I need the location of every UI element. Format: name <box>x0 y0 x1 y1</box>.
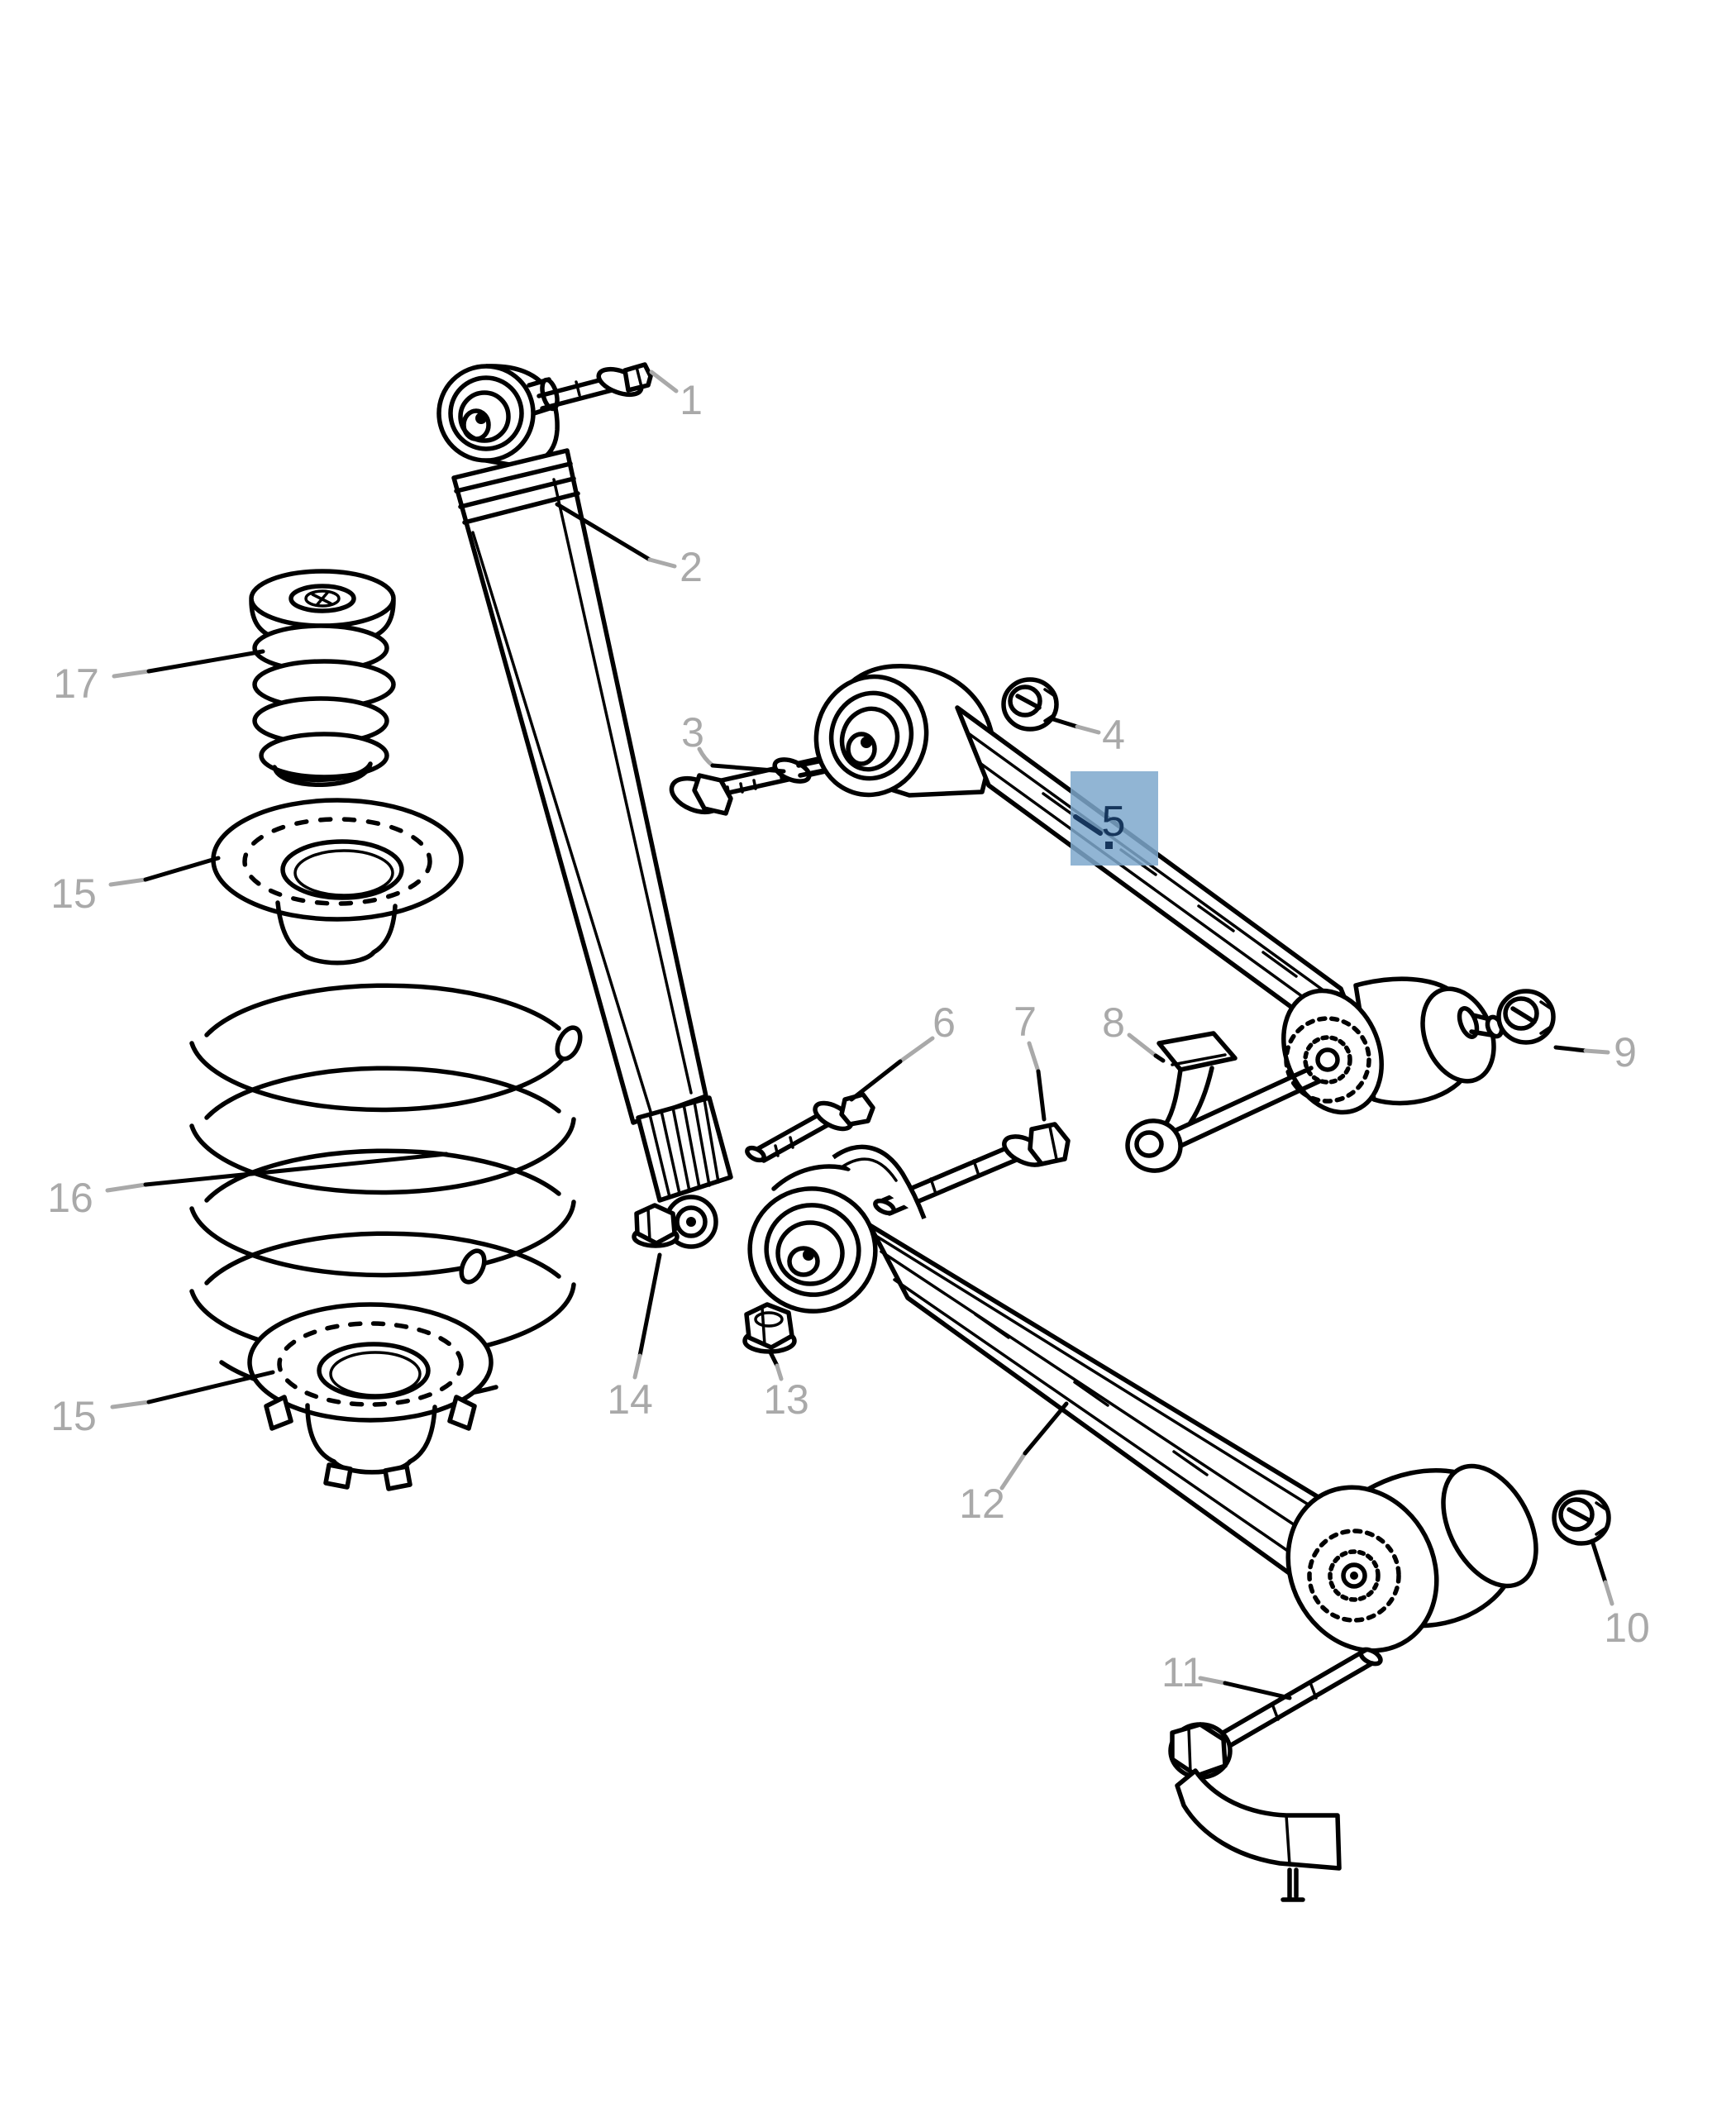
callout-17[interactable]: 17 <box>53 661 99 707</box>
callout-15-upper[interactable]: 15 <box>50 870 97 917</box>
highlight-box[interactable] <box>1071 771 1158 866</box>
callout-1[interactable]: 1 <box>680 377 703 423</box>
callout-10[interactable]: 10 <box>1604 1605 1650 1651</box>
spring-isolator-lower <box>247 1302 494 1491</box>
callout-15-lower[interactable]: 15 <box>50 1393 97 1439</box>
selected-callout-5[interactable]: 5 <box>1071 771 1158 866</box>
shock-lower-nut <box>632 1203 680 1248</box>
shock-absorber <box>436 364 733 1249</box>
callout-14[interactable]: 14 <box>607 1376 653 1423</box>
shock-upper-bolt <box>537 362 653 411</box>
spring-isolator-upper <box>211 798 464 966</box>
callout-11[interactable]: 11 <box>1161 1649 1204 1695</box>
leader-lines <box>105 370 1614 1700</box>
callout-13[interactable]: 13 <box>763 1376 809 1423</box>
lower-arm-rear-bolt <box>1168 1647 1383 1902</box>
callout-6[interactable]: 6 <box>932 999 956 1046</box>
upper-control-arm <box>813 664 1505 1115</box>
callout-3[interactable]: 3 <box>681 709 704 756</box>
callout-5[interactable]: 5 <box>1102 798 1126 846</box>
highlight-dot <box>1105 842 1113 849</box>
callout-9[interactable]: 9 <box>1614 1029 1637 1075</box>
callout-16[interactable]: 16 <box>47 1175 93 1221</box>
lower-control-arm <box>747 1144 1538 1653</box>
stabilizer-bracket <box>1125 1031 1322 1173</box>
lower-arm-rear-nut <box>1552 1490 1611 1546</box>
shock-body <box>451 448 708 1125</box>
upper-arm-front-nut <box>1001 677 1059 732</box>
lower-arm-front-bolt-b <box>873 1122 1071 1216</box>
callout-12[interactable]: 12 <box>959 1481 1005 1527</box>
callout-2[interactable]: 2 <box>680 544 703 590</box>
callout-4[interactable]: 4 <box>1102 712 1125 758</box>
highlight-leader <box>1073 814 1103 836</box>
upper-arm-rear-nut <box>1496 989 1556 1045</box>
callout-8[interactable]: 8 <box>1102 999 1125 1046</box>
callout-labels: 1 2 3 4 6 7 8 9 10 11 12 13 14 15 16 17 … <box>47 377 1650 1695</box>
lower-arm-front-nut <box>742 1302 797 1354</box>
jounce-bumper <box>249 569 396 788</box>
callout-7[interactable]: 7 <box>1013 999 1037 1045</box>
lower-arm-front-bolt-a <box>745 1092 875 1163</box>
